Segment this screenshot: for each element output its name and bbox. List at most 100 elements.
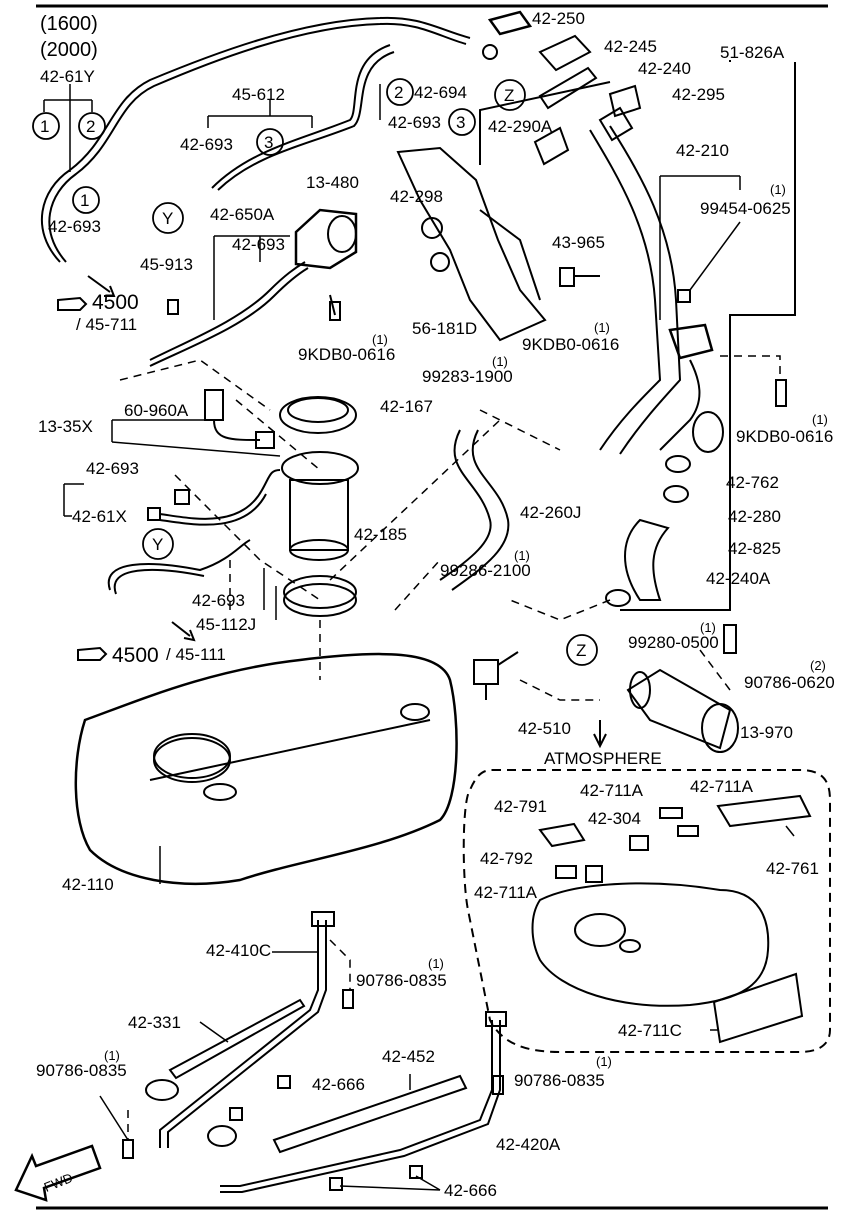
label-42-693-upper: 42-693 [388, 113, 441, 132]
inset-detail-box [462, 769, 831, 1053]
label-42-711A-right: 42-711A [690, 777, 754, 796]
marker-z-circle [494, 79, 526, 111]
ref-45-111: / 45-111 [166, 645, 226, 664]
label-42-420A: 42-420A [496, 1135, 561, 1154]
label-42-711A-left: 42-711A [474, 883, 538, 902]
strap-42-331 [145, 998, 306, 1101]
label-42-61Y: 42-61Y [40, 67, 95, 86]
fuel-tank-42-110 [74, 652, 458, 885]
label-56-181D: 56-181D [412, 319, 477, 338]
lower-left-fuel-lines [107, 469, 281, 595]
label-42-61X: 42-61X [72, 507, 127, 526]
label-42-693-e: 42-693 [192, 591, 245, 610]
upper-fuel-line [40, 16, 471, 263]
ref-4500-lower: 4500 [112, 644, 159, 667]
marker-y-label: Y [162, 209, 173, 228]
qty-9kdb0-left: (1) [372, 332, 388, 347]
qty-9kdb0-right: (1) [812, 412, 828, 427]
inset-tank [531, 882, 770, 1007]
hand-pointer-icon-upper [57, 296, 88, 311]
label-42-792: 42-792 [480, 849, 533, 868]
label-42-711C: 42-711C [618, 1021, 682, 1040]
qty-90786-0835-right: (1) [596, 1054, 612, 1069]
label-42-290A: 42-290A [488, 117, 553, 136]
dashed-guides [119, 355, 781, 1140]
marker-z2-label: Z [576, 641, 586, 660]
inset-pads [538, 794, 812, 1044]
label-42-762: 42-762 [726, 473, 779, 492]
label-45-913: 45-913 [140, 255, 193, 274]
arrow-atmosphere [593, 720, 607, 749]
ref-45-711: / 45-711 [76, 315, 137, 334]
label-51-826A: 51-826A [720, 43, 785, 62]
marker-2b-circle [386, 78, 414, 106]
fwd-arrow [14, 1144, 102, 1202]
label-9KDB0-0616-left: 9KDB0-0616 [298, 345, 395, 364]
filler-cap-parts [482, 10, 642, 166]
canister-13-970 [626, 624, 739, 753]
label-42-240: 42-240 [638, 59, 691, 78]
label-42-167: 42-167 [380, 397, 433, 416]
label-42-298: 42-298 [390, 187, 443, 206]
strap-42-420A [207, 1011, 507, 1193]
marker-y2-circle [142, 528, 174, 560]
strap-42-452 [272, 1074, 468, 1154]
hand-pointer-icon-lower [77, 646, 108, 661]
qty-99286: (1) [514, 548, 530, 563]
label-42-240A: 42-240A [706, 569, 771, 588]
marker-1-circle [32, 112, 60, 140]
hose-42-240A [605, 411, 724, 607]
bolt-9kdb0-center [559, 267, 600, 287]
qty-99283: (1) [492, 354, 508, 369]
strap-42-410C [159, 911, 335, 1148]
circled-markers [32, 78, 598, 666]
qty-90786-0835-left: (1) [104, 1048, 120, 1063]
marker-z2-circle [566, 634, 598, 666]
label-42-452: 42-452 [382, 1047, 435, 1066]
label-42-825: 42-825 [728, 539, 781, 558]
marker-1-label: 1 [40, 117, 49, 136]
label-9KDB0-0616-right: 9KDB0-0616 [736, 427, 833, 446]
label-42-666-upper: 42-666 [312, 1075, 365, 1094]
label-42-245: 42-245 [604, 37, 657, 56]
marker-2b-label: 2 [394, 83, 403, 102]
qty-99280: (1) [700, 620, 716, 635]
marker-2-circle [78, 112, 106, 140]
label-99283-1900: 99283-1900 [422, 367, 513, 386]
fwd-label: FWD [42, 1170, 75, 1195]
label-42-666-lower: 42-666 [444, 1181, 497, 1200]
label-45-612: 45-612 [232, 85, 285, 104]
label-90786-0620: 90786-0620 [744, 673, 835, 692]
ref-4500-upper: 4500 [92, 291, 139, 314]
qty-9kdb0-center: (1) [594, 320, 610, 335]
marker-2-label: 2 [86, 117, 95, 136]
fuel-filter-13-480 [294, 208, 358, 321]
qty-99454: (1) [770, 182, 786, 197]
filler-group-frame [620, 60, 796, 611]
engine-label-1600: (1600) [40, 13, 98, 35]
label-42-410C: 42-410C [206, 941, 271, 960]
bracket-42-298 [396, 146, 547, 342]
label-42-650A: 42-650A [210, 205, 275, 224]
label-42-250: 42-250 [532, 9, 585, 28]
label-42-185: 42-185 [354, 525, 407, 544]
marker-1b-circle [72, 186, 100, 214]
marker-1b-label: 1 [80, 191, 89, 210]
label-90786-0835-right: 90786-0835 [514, 1071, 605, 1090]
label-60-960A: 60-960A [124, 401, 189, 420]
qty2-90786-0620: (2) [810, 658, 826, 673]
label-42-791: 42-791 [494, 797, 547, 816]
label-43-965: 43-965 [552, 233, 605, 252]
marker-3-circle [256, 128, 284, 156]
atmosphere-label: ATMOSPHERE [544, 749, 662, 768]
label-42-260J: 42-260J [520, 503, 581, 522]
arrow-4500-upper [87, 275, 116, 297]
valve-42-510 [473, 651, 519, 700]
label-99454-0625: 99454-0625 [700, 199, 791, 218]
marker-3b-label: 3 [456, 113, 465, 132]
connector-60-960A [204, 389, 275, 449]
label-42-331: 42-331 [128, 1013, 181, 1032]
marker-z-label: Z [504, 86, 514, 105]
label-9KDB0-0616-center: 9KDB0-0616 [522, 335, 619, 354]
label-42-693-d: 42-693 [86, 459, 139, 478]
